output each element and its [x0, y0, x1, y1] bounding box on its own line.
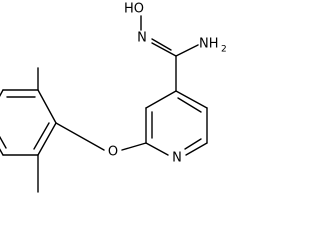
bond-amidine-cn-1: [151, 42, 177, 57]
bond-pyr-3: [175, 90, 208, 109]
bond-amidine-nh2: [175, 44, 199, 57]
label-hydroxyl: HO: [124, 2, 144, 17]
molecule-structure: HO N NH 2 O N: [0, 2, 227, 193]
molecule-canvas: HO N NH 2 O N: [0, 1, 227, 193]
label-amine-subscript: 2: [221, 45, 227, 55]
label-imine-n: N: [137, 31, 147, 46]
label-pyridine-n: N: [172, 151, 182, 166]
bond-pyr-2: [145, 90, 177, 109]
bond-ether-pyridine: [121, 142, 147, 151]
label-amine: NH: [199, 37, 219, 52]
bond-pyr-5: [185, 142, 208, 156]
bond-benz-2: [37, 122, 57, 156]
label-ether-o: O: [108, 145, 118, 160]
bond-benz-double-3: [0, 135, 7, 149]
bond-benz-1: [37, 89, 57, 124]
bond-benz-ether: [55, 122, 105, 151]
bond-benz-5: [0, 89, 4, 97]
bond-pyr-6: [145, 142, 169, 156]
bond-amidine-cn-2: [151, 38, 172, 51]
bond-pyr-double-3: [184, 138, 202, 150]
bond-benz-double-2: [33, 122, 50, 150]
bond-pyr-double-2: [177, 97, 202, 113]
